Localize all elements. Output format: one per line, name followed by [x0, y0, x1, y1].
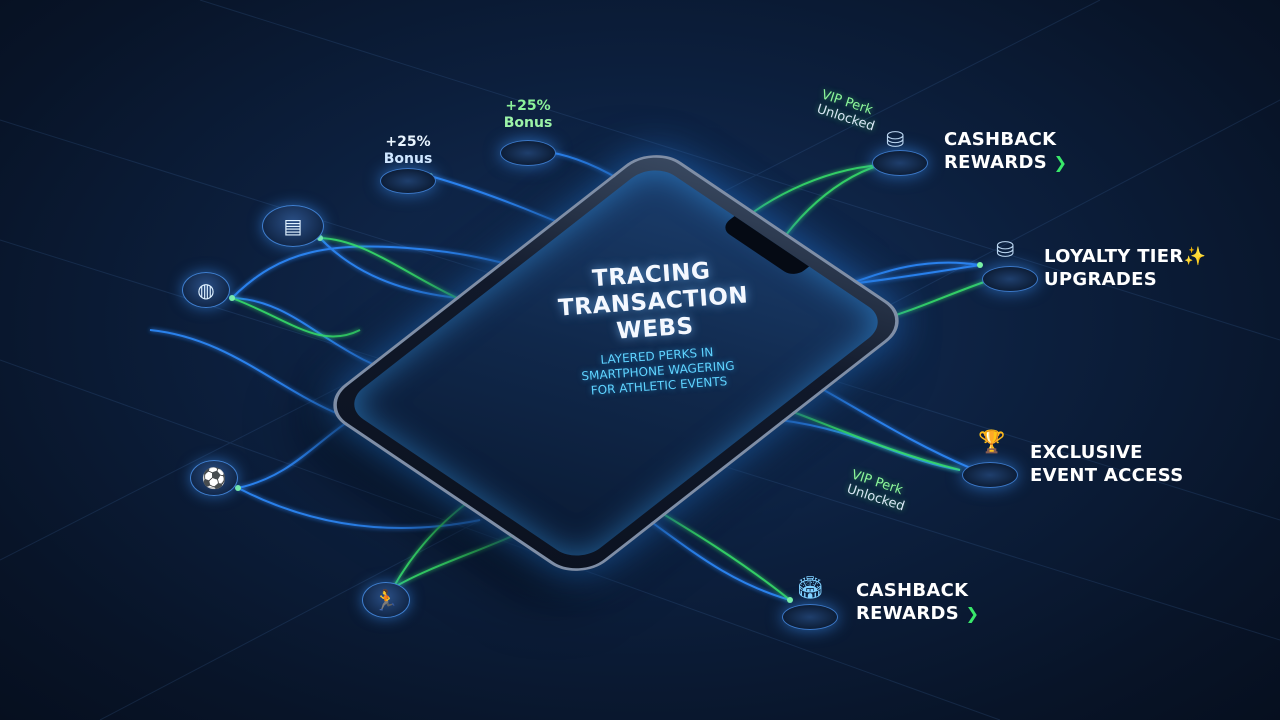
trophy-icon: 🏆 — [978, 430, 1006, 455]
runner-icon: 🏃 — [362, 582, 410, 618]
trophy-disc — [962, 462, 1018, 488]
perk-exclusive-event-access: EXCLUSIVE EVENT ACCESS — [1030, 441, 1184, 487]
bonus-percent: +25% — [505, 98, 551, 114]
perk-line-1: CASHBACK — [944, 129, 1057, 150]
stadium-icon: 🏟 — [796, 576, 824, 601]
perk-cashback-rewards-top: CASHBACK REWARDS ❯ — [944, 128, 1067, 174]
hero-title-block: TRACING TRANSACTION WEBS LAYERED PERKS I… — [506, 252, 805, 404]
soccer-ball-icon: ⚽ — [190, 460, 238, 496]
chevron-right-icon: ❯ — [1053, 153, 1068, 172]
perk-line-1: LOYALTY TIER — [1044, 246, 1184, 267]
coin-stack-icon: ⛁ — [996, 238, 1015, 263]
perk-line-1: EXCLUSIVE — [1030, 442, 1143, 463]
perk-cashback-rewards-bottom: CASHBACK REWARDS ❯ — [856, 579, 979, 625]
perk-line-2: EVENT ACCESS — [1030, 465, 1184, 486]
perk-line-2: UPGRADES — [1044, 269, 1157, 290]
bonus-word: Bonus — [503, 115, 553, 131]
bonus-disc-1 — [380, 168, 436, 194]
perk-line-2: REWARDS — [944, 152, 1047, 173]
bonus-disc-2 — [500, 140, 556, 166]
coin-stack-icon: ⛁ — [886, 128, 905, 153]
document-icon: ▤ — [262, 205, 324, 247]
basketball-icon: ◍ — [182, 272, 230, 308]
sparkle-icon: ✨ — [1183, 246, 1207, 267]
bonus-badge-2: +25% Bonus — [488, 98, 568, 132]
bonus-word: Bonus — [383, 151, 433, 167]
coin-disc-2 — [982, 266, 1038, 292]
chevron-right-icon: ❯ — [965, 604, 980, 623]
bonus-percent: +25% — [385, 134, 431, 150]
bonus-badge-1: +25% Bonus — [368, 134, 448, 168]
perk-loyalty-tier-upgrades: LOYALTY TIER✨ UPGRADES — [1044, 245, 1206, 291]
stadium-disc — [782, 604, 838, 630]
coin-disc-1 — [872, 150, 928, 176]
perk-line-1: CASHBACK — [856, 580, 969, 601]
perk-line-2: REWARDS — [856, 603, 959, 624]
